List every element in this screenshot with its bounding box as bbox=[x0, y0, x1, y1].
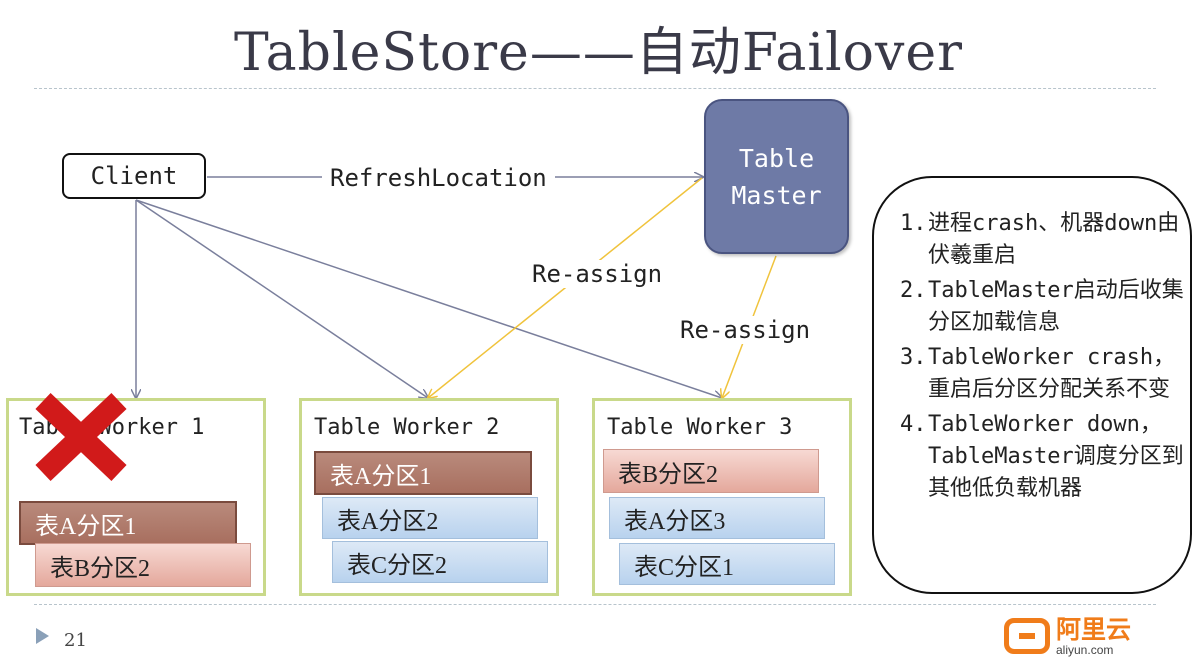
note-item: 1. 进程crash、机器down由伏羲重启 bbox=[900, 208, 1186, 272]
aliyun-logo: 阿里云 aliyun.com bbox=[1004, 616, 1154, 656]
note-number: 1. bbox=[900, 211, 927, 236]
master-label-line1: Table bbox=[738, 143, 815, 173]
note-text: TableMaster启动后收集分区加载信息 bbox=[928, 278, 1184, 335]
partition-item: 表B分区2 bbox=[35, 543, 251, 587]
slide-bullet-icon bbox=[36, 628, 49, 644]
failed-x-icon bbox=[35, 393, 127, 481]
note-text: TableWorker down，TableMaster调度分区到其他低负载机器 bbox=[928, 412, 1184, 501]
aliyun-logo-icon bbox=[1004, 618, 1050, 654]
notes-panel: 1. 进程crash、机器down由伏羲重启 2. TableMaster启动后… bbox=[872, 176, 1192, 594]
partition-item: 表C分区2 bbox=[332, 541, 548, 583]
client-node: Client bbox=[62, 153, 206, 199]
arrow-client-to-worker2 bbox=[135, 199, 428, 398]
note-number: 3. bbox=[900, 345, 927, 370]
table-worker-1: Table Worker 1 表A分区1 表B分区2 bbox=[6, 393, 266, 596]
note-item: 3. TableWorker crash，重启后分区分配关系不变 bbox=[900, 342, 1186, 406]
page-number: 21 bbox=[64, 630, 87, 651]
partition-item: 表C分区1 bbox=[619, 543, 835, 585]
partition-item: 表B分区2 bbox=[603, 449, 819, 493]
note-number: 2. bbox=[900, 278, 927, 303]
logo-brand: 阿里云 bbox=[1056, 614, 1132, 644]
arrow-client-to-worker3 bbox=[135, 199, 722, 398]
note-number: 4. bbox=[900, 412, 927, 437]
table-worker-2: Table Worker 2 表A分区1 表A分区2 表C分区2 bbox=[299, 398, 559, 596]
partition-item: 表A分区1 bbox=[19, 501, 237, 545]
note-text: TableWorker crash，重启后分区分配关系不变 bbox=[928, 345, 1176, 402]
logo-domain: aliyun.com bbox=[1056, 642, 1114, 657]
note-text: 进程crash、机器down由伏羲重启 bbox=[928, 211, 1180, 268]
note-item: 4. TableWorker down，TableMaster调度分区到其他低负… bbox=[900, 409, 1186, 505]
footer-divider bbox=[34, 604, 1156, 605]
refresh-location-label: RefreshLocation bbox=[322, 164, 555, 192]
reassign-label-1: Re-assign bbox=[528, 260, 667, 288]
arrow-master-to-worker2 bbox=[428, 177, 703, 398]
client-label: Client bbox=[90, 162, 178, 190]
partition-item: 表A分区1 bbox=[314, 451, 532, 495]
title-divider bbox=[34, 88, 1156, 89]
partition-item: 表A分区2 bbox=[322, 497, 538, 539]
table-worker-3: Table Worker 3 表B分区2 表A分区3 表C分区1 bbox=[592, 398, 852, 596]
master-label-line2: Master bbox=[731, 180, 822, 210]
partition-item: 表A分区3 bbox=[609, 497, 825, 539]
page-title: TableStore——自动Failover bbox=[234, 23, 963, 83]
note-item: 2. TableMaster启动后收集分区加载信息 bbox=[900, 275, 1186, 339]
reassign-label-2: Re-assign bbox=[676, 316, 815, 344]
notes-list: 1. 进程crash、机器down由伏羲重启 2. TableMaster启动后… bbox=[900, 208, 1186, 508]
worker-title: Table Worker 2 bbox=[314, 415, 500, 440]
table-master-node: Table Master bbox=[704, 99, 849, 254]
worker-title: Table Worker 3 bbox=[607, 415, 793, 440]
